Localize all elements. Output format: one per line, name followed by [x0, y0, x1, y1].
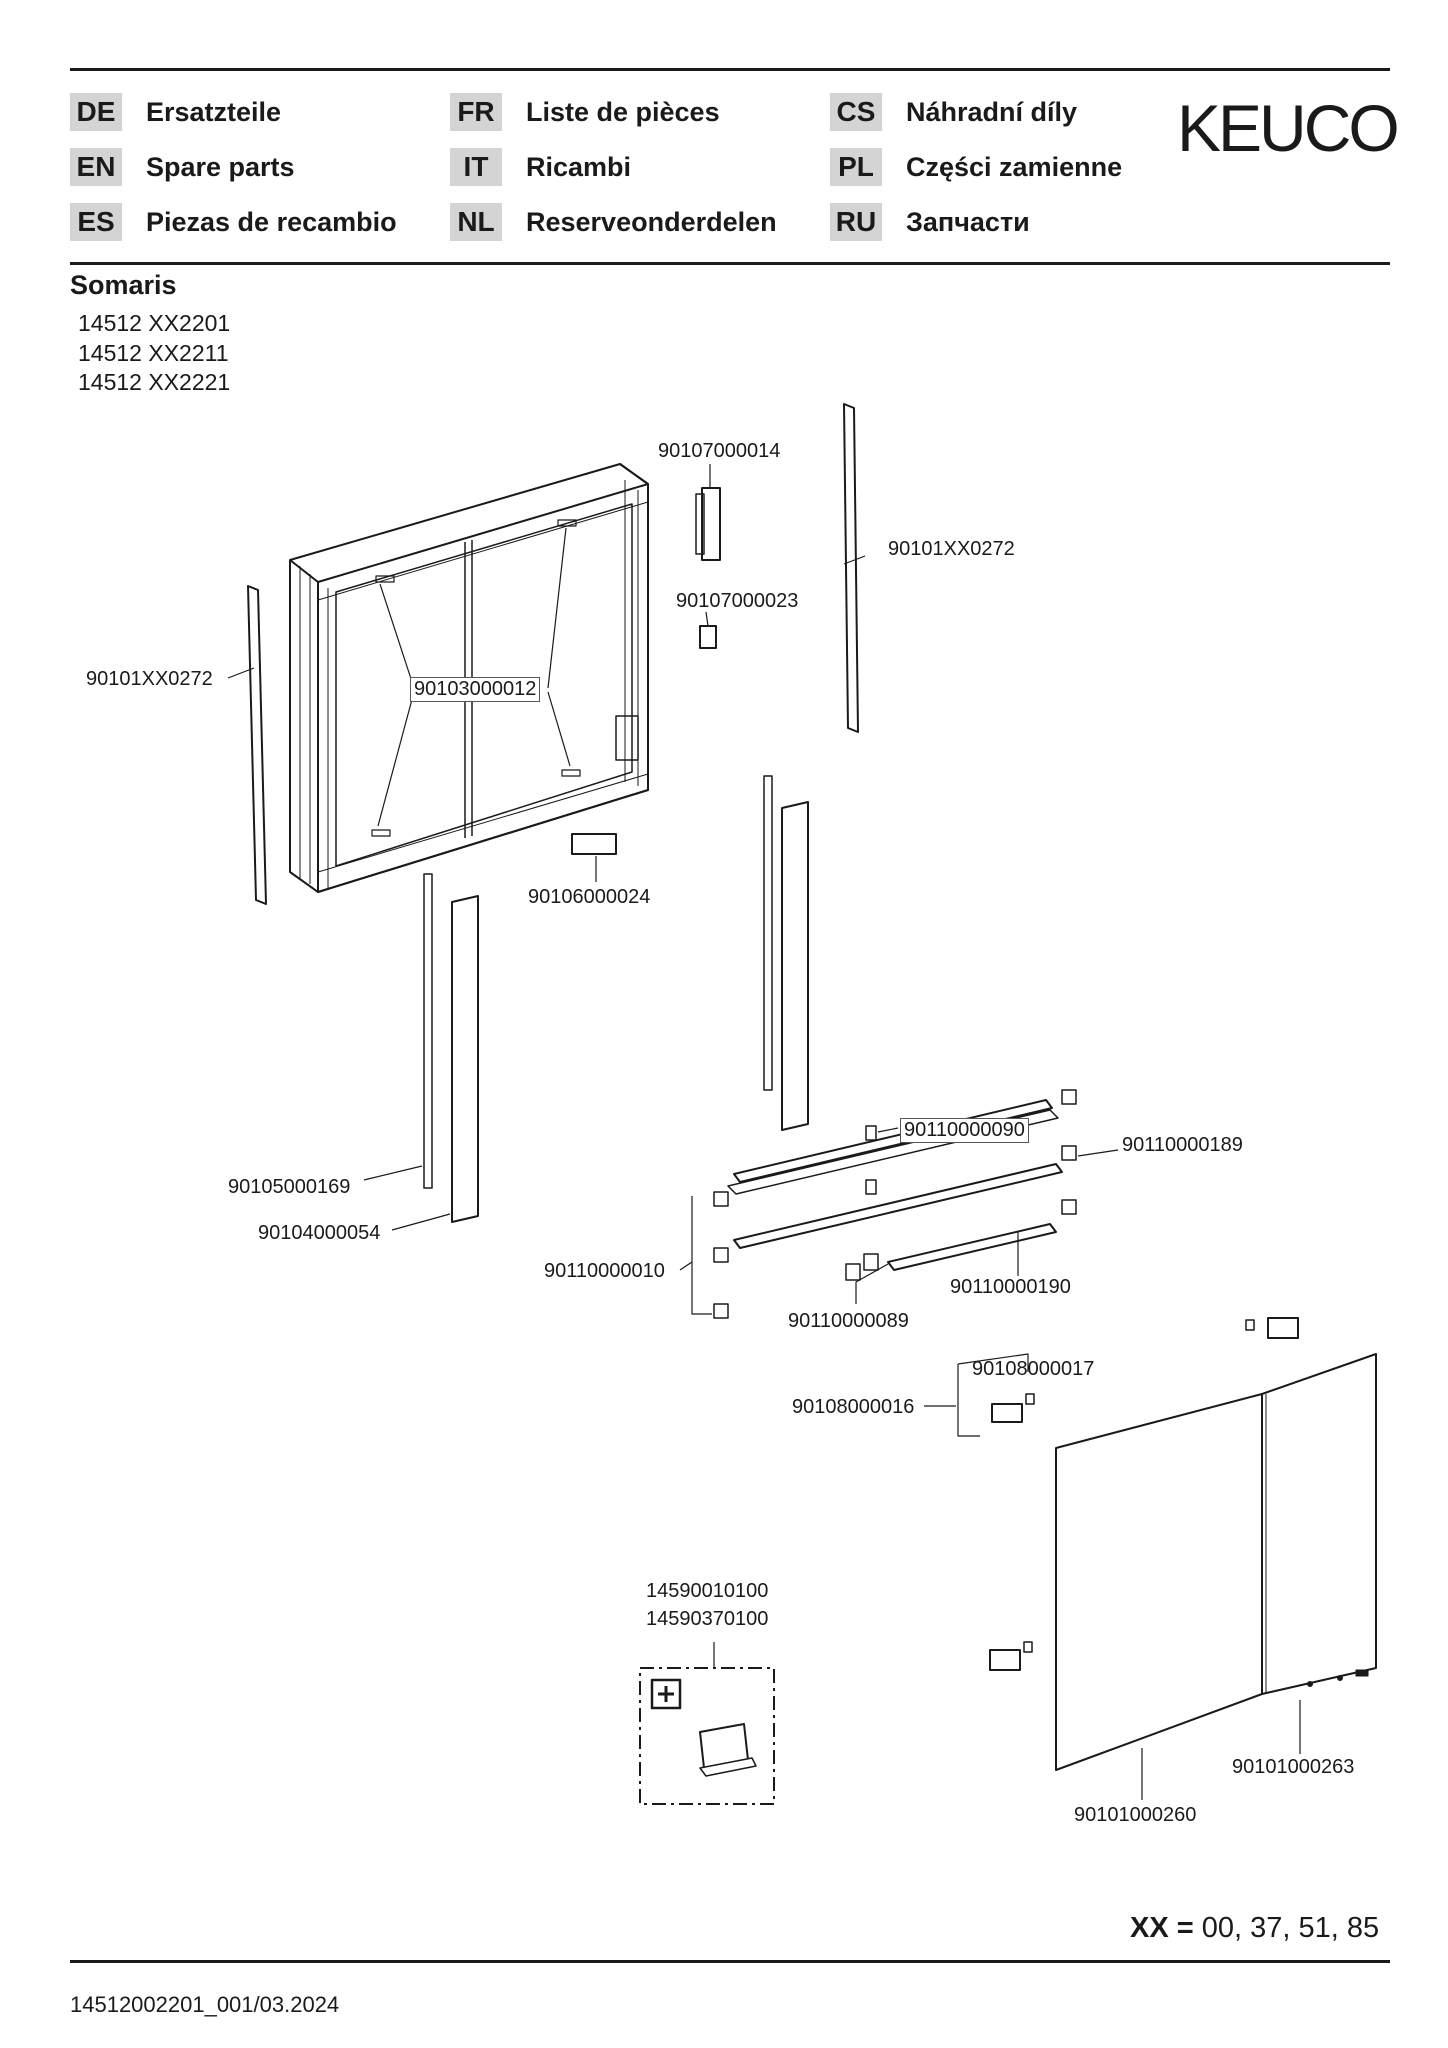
part-number: 90104000054	[258, 1222, 381, 1244]
lang-code: RU	[830, 203, 882, 241]
accessory-tray-base	[699, 1757, 757, 1777]
lang-code: DE	[70, 93, 122, 131]
lang-code: NL	[450, 203, 502, 241]
bottom-clip	[571, 833, 617, 855]
lang-nl: NL Reserveonderdelen	[450, 203, 777, 241]
part-number: 90103000012	[410, 677, 541, 702]
product-name: Somaris	[70, 270, 177, 300]
part-number: 90108000016	[792, 1396, 915, 1418]
part-number: 90107000014	[658, 440, 781, 462]
lang-name: Części zamienne	[906, 151, 1123, 182]
shelf-support	[713, 1303, 729, 1319]
door-logo-plate	[1355, 1669, 1369, 1677]
part-number: 90110000090	[900, 1118, 1029, 1143]
sensor-dot	[1337, 1675, 1343, 1681]
side-panel-left	[247, 585, 267, 905]
lang-en: EN Spare parts	[70, 148, 295, 186]
glass-shelf-middle	[733, 1163, 1063, 1249]
side-panel-right	[843, 403, 859, 733]
lang-es: ES Piezas de recambio	[70, 203, 397, 241]
lang-code: FR	[450, 93, 502, 131]
lang-code: CS	[830, 93, 882, 131]
part-number: 90110000089	[788, 1310, 909, 1332]
lang-code: EN	[70, 148, 122, 186]
lang-name: Náhradní díly	[906, 96, 1078, 127]
sensor-dot	[1307, 1681, 1313, 1687]
glass-shelf-small	[887, 1223, 1057, 1271]
lang-name: Ersatzteile	[146, 96, 282, 127]
xx-values: 00, 37, 51, 85	[1201, 1912, 1380, 1944]
hinge-bracket	[695, 493, 705, 555]
mirror-door-left	[1055, 1393, 1263, 1771]
lang-it: IT Ricambi	[450, 148, 631, 186]
cover-strip-right	[781, 801, 809, 1131]
xx-label: XX =	[1130, 1912, 1194, 1944]
accessory-box	[639, 1667, 775, 1805]
door-catch	[991, 1403, 1023, 1423]
door-catch-pad	[1245, 1319, 1255, 1331]
lang-pl: PL Części zamienne	[830, 148, 1122, 186]
part-number: 90107000023	[676, 590, 799, 612]
model-number: 14512 XX2201	[78, 310, 231, 336]
shelf-support	[1061, 1089, 1077, 1105]
model-number: 14512 XX2211	[78, 340, 229, 366]
top-rule	[70, 68, 1390, 71]
part-number: 90101000260	[1074, 1804, 1197, 1826]
shelf-rail-right	[763, 775, 773, 1091]
part-number: 90105000169	[228, 1176, 351, 1198]
part-number: 90110000010	[544, 1260, 665, 1282]
part-number: 90108000017	[972, 1358, 1095, 1380]
shelf-support	[1061, 1145, 1077, 1161]
hinge-part	[701, 487, 721, 561]
model-number: 14512 XX2221	[78, 369, 231, 395]
lang-cs: CS Náhradní díly	[830, 93, 1077, 131]
lang-name: Spare parts	[146, 151, 295, 182]
lang-ru: RU Запчасти	[830, 203, 1030, 241]
lang-name: Liste de pièces	[526, 96, 720, 127]
lang-name: Ricambi	[526, 151, 632, 182]
shelf-support	[713, 1247, 729, 1263]
shelf-support	[713, 1191, 729, 1207]
leader-lines	[227, 464, 1301, 1800]
part-number: 90101XX0272	[888, 538, 1015, 560]
part-number: 90106000024	[528, 886, 651, 908]
lang-code: IT	[450, 148, 502, 186]
add-icon-box	[650, 1678, 682, 1710]
shelf-support	[863, 1253, 879, 1271]
part-number: 90110000190	[950, 1276, 1071, 1298]
mirror-door-right	[1261, 1353, 1377, 1695]
lang-de: DE Ersatzteile	[70, 93, 281, 131]
keuco-logo: KEUCO	[1177, 91, 1400, 165]
part-number: 90101000263	[1232, 1756, 1355, 1778]
lang-fr: FR Liste de pièces	[450, 93, 720, 131]
lang-code: ES	[70, 203, 122, 241]
hinge-clip	[699, 625, 717, 649]
part-number: 14590010100	[646, 1580, 769, 1602]
door-catch-pad	[1025, 1393, 1035, 1405]
header-rule	[70, 262, 1390, 265]
door-catch	[989, 1649, 1021, 1671]
lang-name: Piezas de recambio	[146, 206, 397, 237]
part-number: 14590370100	[646, 1608, 769, 1630]
color-code-legend: XX = 00, 37, 51, 85	[1130, 1912, 1379, 1945]
lang-name: Reserveonderdelen	[526, 206, 777, 237]
shelf-support	[865, 1179, 877, 1195]
part-number: 90101XX0272	[86, 668, 213, 690]
document-number: 14512002201_001/03.2024	[70, 1992, 340, 2017]
shelf-support	[1061, 1199, 1077, 1215]
lang-code: PL	[830, 148, 882, 186]
lang-name: Запчасти	[906, 206, 1030, 237]
part-number: 90110000189	[1122, 1134, 1243, 1156]
shelf-support	[845, 1263, 861, 1281]
shelf-rail-left	[423, 873, 433, 1189]
footer-rule	[70, 1960, 1390, 1963]
shelf-support	[865, 1125, 877, 1141]
door-catch-pad	[1023, 1641, 1033, 1653]
door-catch	[1267, 1317, 1299, 1339]
cover-strip-left	[451, 895, 479, 1223]
